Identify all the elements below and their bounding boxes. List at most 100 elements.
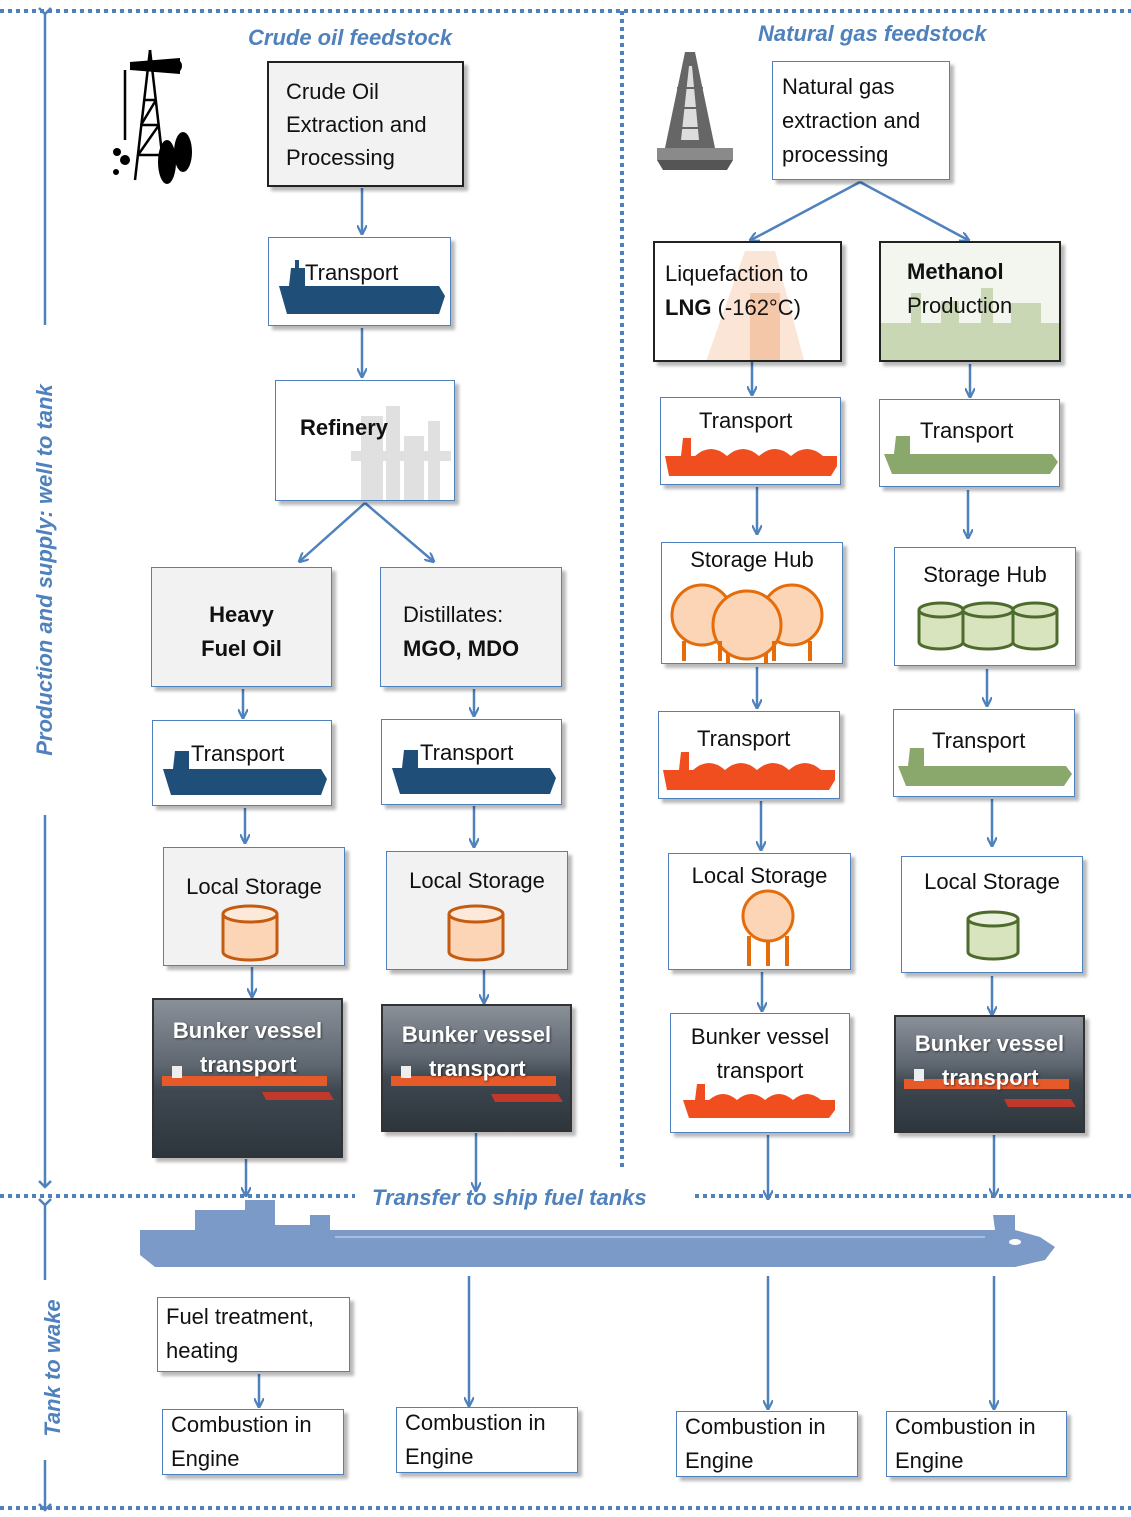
fuel-treatment-line2: heating — [166, 1338, 239, 1363]
methanol-tanks-icon — [917, 601, 1059, 651]
meth-transport-box: Transport — [879, 399, 1060, 487]
flow-arrows — [243, 180, 994, 1408]
lng-sphere-icon — [741, 889, 795, 966]
meth-transport2-label: Transport — [932, 728, 1026, 753]
hfo-transport-box: Transport — [152, 720, 332, 806]
meth-hub-box: Storage Hub — [894, 547, 1076, 666]
gas-feedstock-header: Natural gas feedstock — [758, 21, 987, 46]
tanker-ship-icon — [898, 748, 1072, 786]
transfer-header: Transfer to ship fuel tanks — [372, 1185, 647, 1210]
methanol-plant-icon — [881, 288, 1059, 360]
meth-hub-label: Storage Hub — [923, 562, 1047, 587]
meth-bunker-line2: transport — [942, 1065, 1039, 1090]
meth-storage-box: Local Storage — [901, 856, 1083, 973]
lng-transport2-label: Transport — [697, 726, 791, 751]
combustion-lng-label: Combustion in Engine — [685, 1412, 826, 1476]
dist-storage-label: Local Storage — [409, 868, 545, 893]
hfo-box: Heavy Fuel Oil — [151, 567, 332, 687]
lng-hub-label: Storage Hub — [690, 547, 814, 572]
lng-transport-label: Transport — [699, 408, 793, 433]
lng-label-bold: LNG — [665, 295, 712, 320]
refinery-label: Refinery — [300, 415, 389, 440]
refinery-box: Refinery — [275, 380, 455, 501]
refinery-icon — [351, 406, 451, 500]
lng-bunker-label: Bunker vessel transport — [671, 1020, 849, 1088]
distillates-label-line1: Distillates: — [403, 602, 504, 627]
hfo-bunker-line2: transport — [200, 1052, 297, 1077]
distillates-box: Distillates: MGO, MDO — [380, 567, 562, 687]
gas-extraction-line1: Natural gas — [782, 74, 895, 99]
combustion-line1: Combustion in — [895, 1414, 1036, 1439]
lng-transport-box: Transport — [660, 397, 841, 485]
methanol-label: Methanol Production — [907, 255, 1012, 323]
dist-transport-label: Transport — [420, 740, 514, 765]
lng-carrier-icon — [665, 438, 837, 476]
combustion-line1: Combustion in — [685, 1414, 826, 1439]
oil-tank-icon — [221, 904, 279, 962]
meth-transport-label: Transport — [920, 418, 1014, 443]
distillates-label: Distillates: MGO, MDO — [403, 598, 519, 666]
combustion-line1: Combustion in — [171, 1412, 312, 1437]
dist-bunker-box: Bunker vessel transport — [381, 1004, 572, 1132]
methanol-tank-icon — [966, 910, 1020, 961]
methanol-box: Methanol Production — [879, 241, 1061, 362]
hfo-label-line1: Heavy — [209, 602, 274, 627]
crude-feedstock-header: Crude oil feedstock — [248, 25, 453, 50]
hfo-storage-box: Local Storage — [163, 847, 345, 966]
meth-bunker-line1: Bunker vessel — [914, 1031, 1065, 1056]
fuel-treatment-label: Fuel treatment, heating — [166, 1300, 314, 1368]
crude-transport-label: Transport — [305, 260, 399, 285]
tank-to-wake-label: Tank to wake — [40, 1299, 65, 1437]
combustion-line2: Engine — [895, 1448, 964, 1473]
production-supply-label: Production and supply: well to tank — [32, 384, 57, 756]
meth-transport2-box: Transport — [893, 709, 1075, 797]
oil-derrick-icon — [113, 49, 192, 184]
fuel-treatment-box: Fuel treatment, heating — [157, 1297, 350, 1372]
dist-bunker-line2: transport — [429, 1056, 526, 1081]
crude-extraction-box: Crude Oil Extraction and Processing — [267, 61, 464, 187]
combustion-line2: Engine — [171, 1446, 240, 1471]
methanol-label-line1: Methanol — [907, 259, 1004, 284]
lng-label-line1: Liquefaction to — [665, 261, 809, 286]
lng-bunker-line1: Bunker vessel — [690, 1024, 830, 1049]
hfo-bunker-line1: Bunker vessel — [172, 1018, 323, 1043]
hfo-transport-label: Transport — [191, 741, 285, 766]
lng-bunker-ship-icon — [683, 1084, 835, 1118]
combustion-hfo-box: Combustion in Engine — [162, 1409, 344, 1475]
lng-transport2-box: Transport — [658, 711, 840, 799]
combustion-hfo-label: Combustion in Engine — [171, 1410, 312, 1474]
cargo-ship-icon — [279, 260, 445, 314]
large-ship-silhouette — [140, 1200, 1055, 1267]
crude-transport-box: Transport — [268, 237, 451, 326]
fuel-treatment-line1: Fuel treatment, — [166, 1304, 314, 1329]
lng-carrier-icon — [663, 752, 835, 790]
bunker-ship-photo — [391, 1066, 563, 1102]
distillates-label-line2: MGO, MDO — [403, 636, 520, 661]
hfo-storage-label: Local Storage — [186, 874, 322, 899]
bunker-ship-photo — [904, 1069, 1076, 1107]
lng-bunker-box: Bunker vessel transport — [670, 1013, 850, 1133]
combustion-line2: Engine — [405, 1444, 474, 1469]
gas-extraction-line2: extraction and — [782, 108, 921, 133]
bunker-ship-photo — [162, 1066, 334, 1100]
hfo-label-line2: Fuel Oil — [201, 636, 282, 661]
lng-label-line2: LNG (-162°C) — [665, 291, 808, 325]
gas-rig-icon — [657, 52, 733, 170]
oil-tank-icon — [447, 904, 505, 962]
combustion-line2: Engine — [685, 1448, 754, 1473]
lng-label: Liquefaction to LNG (-162°C) — [665, 257, 808, 325]
lng-spheres-icon — [670, 583, 824, 663]
lng-box: Liquefaction to LNG (-162°C) — [653, 241, 842, 362]
combustion-dist-box: Combustion in Engine — [396, 1407, 578, 1473]
combustion-dist-label: Combustion in Engine — [405, 1408, 546, 1472]
hfo-label: Heavy Fuel Oil — [152, 598, 331, 666]
dist-transport-box: Transport — [381, 719, 562, 805]
dist-bunker-line1: Bunker vessel — [401, 1022, 552, 1047]
lng-plant-icon — [706, 251, 804, 360]
lng-hub-box: Storage Hub — [661, 542, 843, 664]
gas-extraction-line3: processing — [782, 142, 889, 167]
gas-extraction-box: Natural gas extraction and processing — [772, 61, 950, 180]
crude-extraction-label: Crude Oil Extraction and Processing — [286, 79, 427, 170]
methanol-label-line2: Production — [907, 293, 1013, 318]
